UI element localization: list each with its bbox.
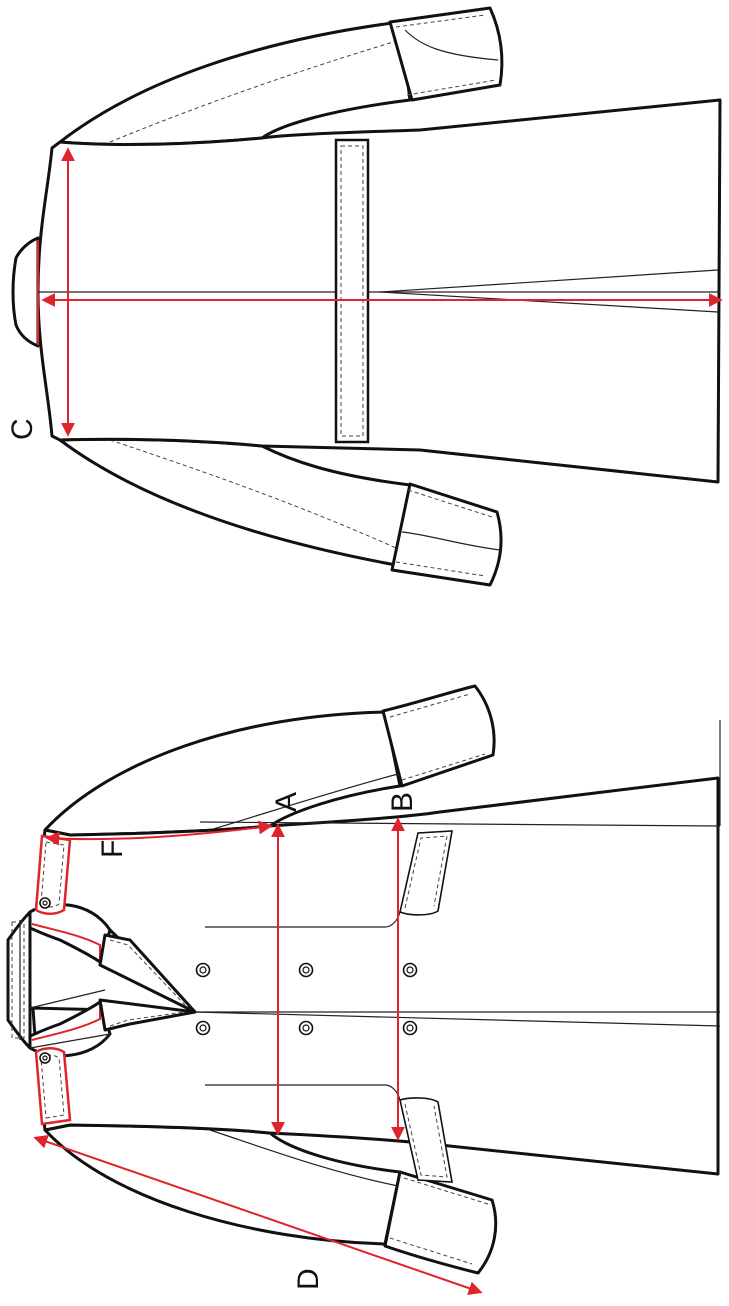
front-collar-back xyxy=(6,910,32,1050)
button-icon xyxy=(195,1020,211,1036)
measure-sleeve xyxy=(33,1135,483,1295)
front-view: A B F D xyxy=(6,684,721,1295)
front-lower-collar-piece xyxy=(28,1000,112,1058)
back-collar xyxy=(11,236,40,348)
label-d: D xyxy=(292,1268,325,1290)
back-body xyxy=(36,98,722,484)
front-buttons xyxy=(195,962,418,1036)
button-icon xyxy=(402,1020,418,1036)
label-b: B xyxy=(386,792,419,812)
back-lower-sleeve xyxy=(58,437,412,567)
back-lower-cuff xyxy=(390,482,503,587)
front-upper-epaulette xyxy=(34,834,72,915)
button-icon xyxy=(402,962,418,978)
back-upper-cuff xyxy=(388,6,504,102)
button-icon xyxy=(195,962,211,978)
label-c: C xyxy=(6,418,39,440)
label-f: F xyxy=(96,840,129,858)
front-lower-cuff xyxy=(383,1170,498,1275)
front-upper-collar-red xyxy=(31,923,101,962)
front-upper-sleeve xyxy=(43,710,402,837)
label-a: A xyxy=(270,792,303,812)
measure-shoulder xyxy=(45,820,273,846)
front-lower-epaulette xyxy=(34,1047,72,1126)
front-lower-sleeve xyxy=(43,1123,402,1246)
back-upper-sleeve xyxy=(58,20,412,147)
button-icon xyxy=(298,1020,314,1036)
front-lower-collar-red xyxy=(31,1002,101,1041)
front-upper-cuff xyxy=(381,684,496,788)
back-view: C xyxy=(6,6,723,587)
button-icon xyxy=(298,962,314,978)
